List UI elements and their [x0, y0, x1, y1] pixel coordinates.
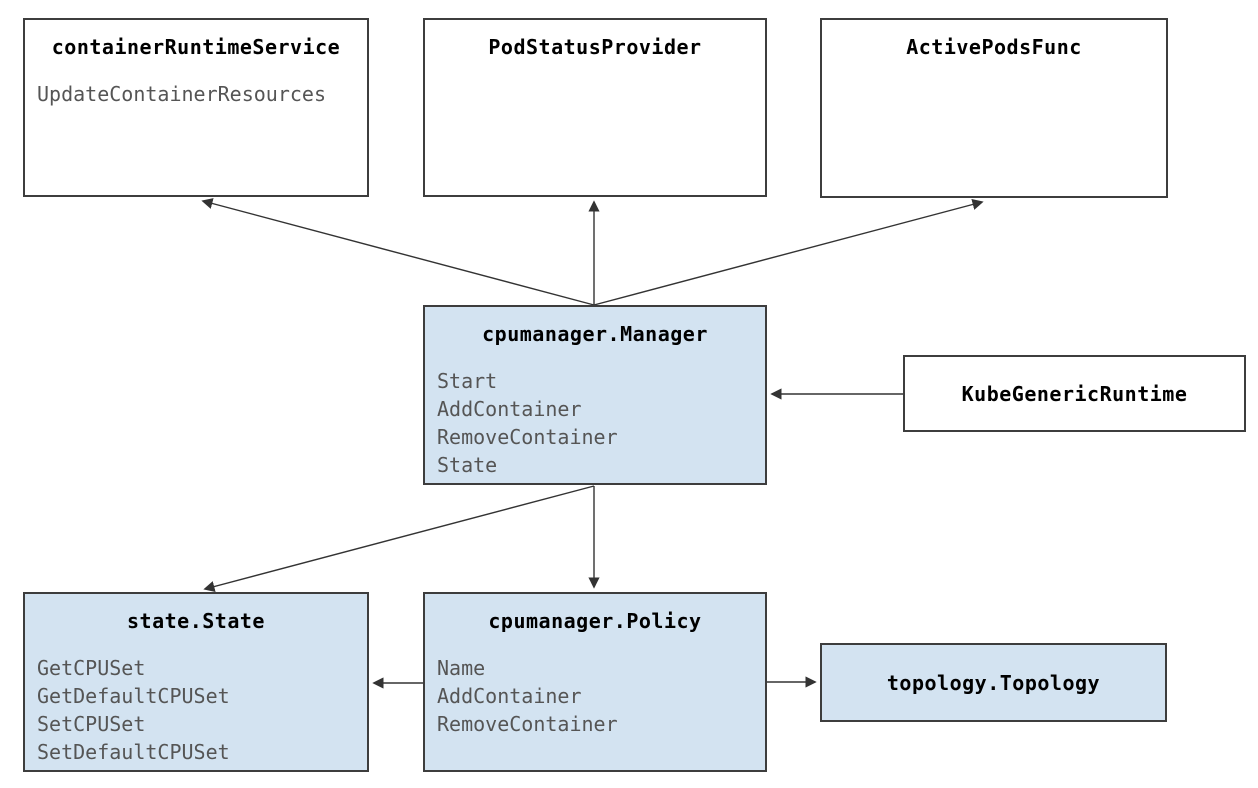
arrow-manager-to-container-runtime-service — [201, 198, 595, 306]
method-label: State — [437, 453, 498, 477]
method-label: SetDefaultCPUSet — [37, 740, 230, 764]
node-title: ActivePodsFunc — [906, 35, 1082, 59]
arrow-manager-to-state — [203, 485, 595, 592]
node-title: containerRuntimeService — [51, 35, 341, 59]
method-label: Start — [437, 369, 498, 393]
method-label: AddContainer — [437, 397, 582, 421]
node-active-pods-func: ActivePodsFunc — [820, 18, 1168, 198]
method-label: UpdateContainerResources — [37, 82, 326, 106]
method-label: GetCPUSet — [37, 656, 146, 680]
node-pod-status-provider: PodStatusProvider — [423, 18, 767, 197]
node-kube-generic-runtime: KubeGenericRuntime — [903, 355, 1246, 432]
node-title: PodStatusProvider — [488, 35, 702, 59]
node-title: topology.Topology — [886, 670, 1101, 695]
node-title: state.State — [127, 609, 265, 633]
node-container-runtime-service: containerRuntimeService UpdateContainerR… — [23, 18, 369, 197]
method-label: GetDefaultCPUSet — [37, 684, 230, 708]
arrow-manager-to-active-pods-func — [593, 199, 984, 306]
method-label: AddContainer — [437, 684, 582, 708]
method-label: Name — [437, 656, 486, 680]
node-title: cpumanager.Manager — [482, 322, 708, 346]
node-title: cpumanager.Policy — [488, 609, 702, 633]
method-label: RemoveContainer — [437, 425, 618, 449]
method-list: UpdateContainerResources — [37, 80, 367, 108]
method-label: SetCPUSet — [37, 712, 146, 736]
node-topology-topology: topology.Topology — [820, 643, 1167, 722]
method-label: RemoveContainer — [437, 712, 618, 736]
node-title: KubeGenericRuntime — [961, 381, 1188, 406]
